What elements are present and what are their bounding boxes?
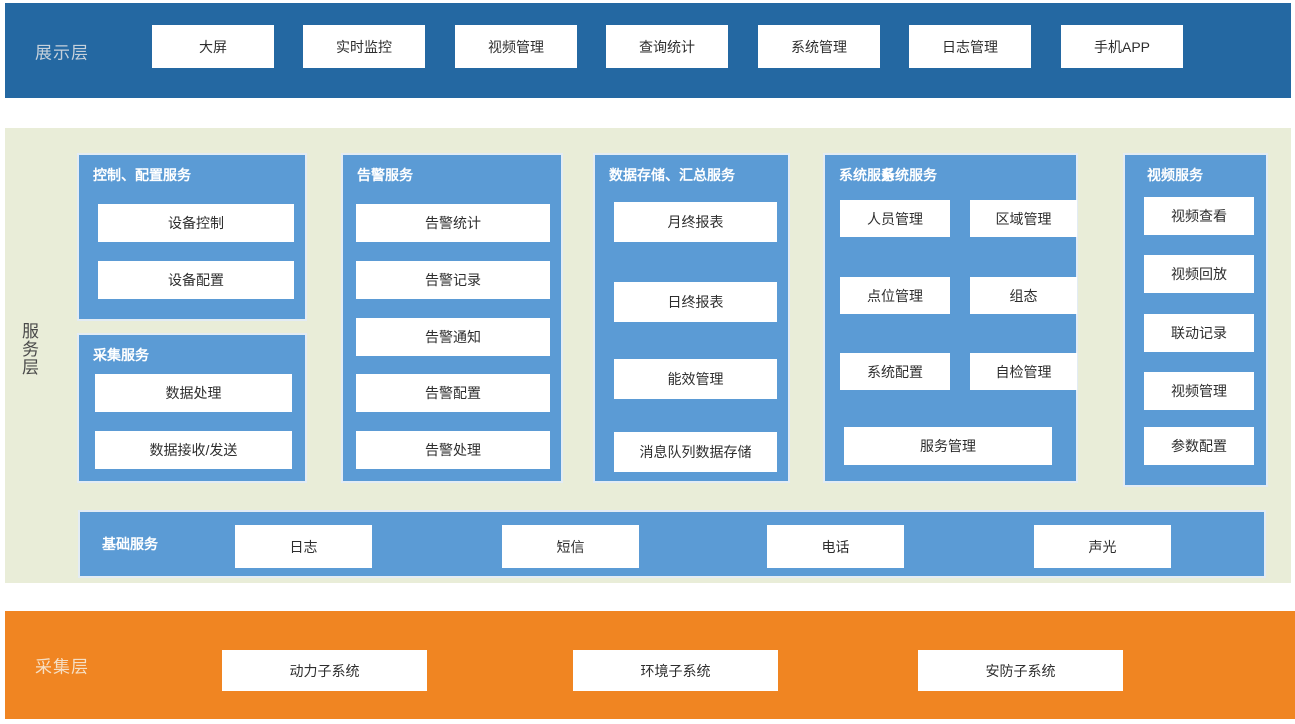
service-item-parameter-config: 参数配置	[1144, 427, 1254, 465]
base-services-band: 基础服务 日志 短信 电话 声光	[78, 510, 1266, 578]
collection-layer-band: 采集层 动力子系统 环境子系统 安防子系统	[5, 611, 1295, 719]
service-item-alarm-handling: 告警处理	[356, 431, 550, 469]
service-item-system-config: 系统配置	[840, 353, 950, 390]
collection-item-environment-subsystem: 环境子系统	[573, 650, 778, 691]
service-item-alarm-config: 告警配置	[356, 374, 550, 412]
service-item-data-rx-tx: 数据接收/发送	[95, 431, 292, 469]
presentation-layer-label: 展示层	[35, 43, 89, 62]
group-system-service: 系统服务 系统服务 人员管理 区域管理 点位管理 组态 系统配置 自检管理 服务…	[823, 153, 1078, 483]
service-item-video-management: 视频管理	[1144, 372, 1254, 410]
collection-item-security-subsystem: 安防子系统	[918, 650, 1123, 691]
presentation-item-query-statistics: 查询统计	[606, 25, 728, 68]
service-item-monthly-report: 月终报表	[614, 202, 777, 242]
service-item-scada: 组态	[970, 277, 1077, 314]
service-item-alarm-records: 告警记录	[356, 261, 550, 299]
service-item-linkage-records: 联动记录	[1144, 314, 1254, 352]
base-services-title: 基础服务	[102, 536, 158, 552]
group-video-service: 视频服务 视频查看 视频回放 联动记录 视频管理 参数配置	[1123, 153, 1268, 487]
service-layer-band: 服务层 控制、配置服务 设备控制 设备配置 采集服务 数据处理 数据接收/发送 …	[5, 128, 1291, 583]
group-title: 告警服务	[357, 167, 413, 183]
group-title: 视频服务	[1147, 167, 1203, 183]
service-item-video-playback: 视频回放	[1144, 255, 1254, 293]
service-item-self-check-management: 自检管理	[970, 353, 1077, 390]
service-item-point-management: 点位管理	[840, 277, 950, 314]
service-item-alarm-statistics: 告警统计	[356, 204, 550, 242]
presentation-item-big-screen: 大屏	[152, 25, 274, 68]
group-alarm-service: 告警服务 告警统计 告警记录 告警通知 告警配置 告警处理	[341, 153, 563, 483]
group-title: 采集服务	[93, 347, 149, 363]
group-title-ghost: 系统服务	[881, 167, 937, 183]
service-item-device-config: 设备配置	[98, 261, 294, 299]
base-service-log: 日志	[235, 525, 372, 568]
group-title: 系统服务	[839, 167, 895, 183]
presentation-item-mobile-app: 手机APP	[1061, 25, 1183, 68]
service-item-data-processing: 数据处理	[95, 374, 292, 412]
service-item-device-control: 设备控制	[98, 204, 294, 242]
presentation-layer-band: 展示层 大屏 实时监控 视频管理 查询统计 系统管理 日志管理 手机APP	[5, 3, 1291, 98]
collection-layer-label: 采集层	[35, 657, 89, 677]
presentation-item-realtime-monitor: 实时监控	[303, 25, 425, 68]
presentation-item-log-management: 日志管理	[909, 25, 1031, 68]
service-item-service-management: 服务管理	[844, 427, 1052, 465]
group-title: 控制、配置服务	[93, 167, 191, 183]
group-title: 数据存储、汇总服务	[609, 167, 735, 183]
service-item-personnel-management: 人员管理	[840, 200, 950, 237]
group-control-config-service: 控制、配置服务 设备控制 设备配置	[77, 153, 307, 321]
presentation-item-video-management: 视频管理	[455, 25, 577, 68]
base-service-sound-light: 声光	[1034, 525, 1171, 568]
base-service-phone: 电话	[767, 525, 904, 568]
presentation-item-system-management: 系统管理	[758, 25, 880, 68]
service-item-message-queue-storage: 消息队列数据存储	[614, 432, 777, 472]
collection-item-power-subsystem: 动力子系统	[222, 650, 427, 691]
service-item-region-management: 区域管理	[970, 200, 1077, 237]
service-layer-label: 服务层	[22, 322, 40, 377]
service-item-alarm-notification: 告警通知	[356, 318, 550, 356]
service-item-video-view: 视频查看	[1144, 197, 1254, 235]
group-data-storage-summary-service: 数据存储、汇总服务 月终报表 日终报表 能效管理 消息队列数据存储	[593, 153, 790, 483]
service-item-daily-report: 日终报表	[614, 282, 777, 322]
group-collection-service: 采集服务 数据处理 数据接收/发送	[77, 333, 307, 483]
service-item-energy-management: 能效管理	[614, 359, 777, 399]
base-service-sms: 短信	[502, 525, 639, 568]
